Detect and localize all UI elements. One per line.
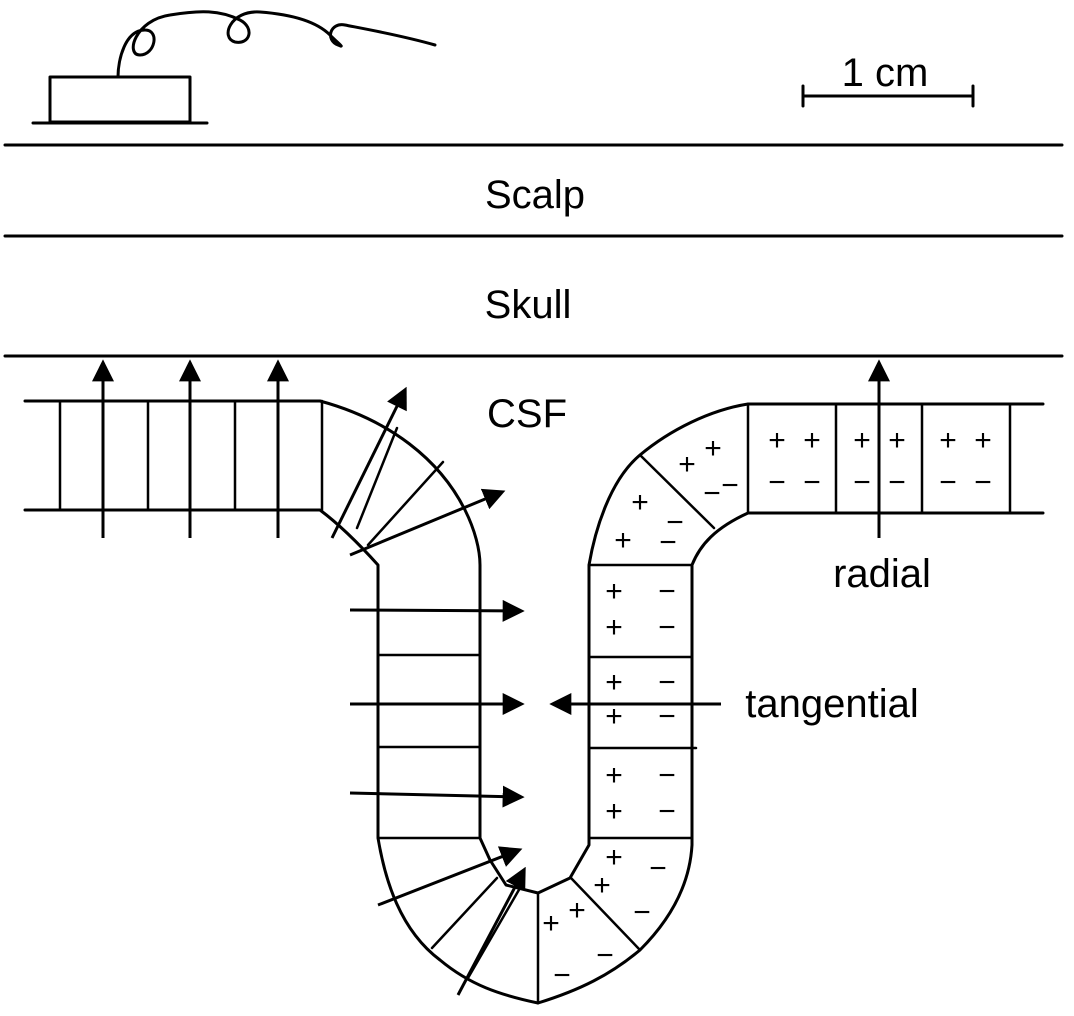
plus-sign: +	[605, 611, 623, 644]
cell-dividers	[58, 399, 1012, 1005]
minus-sign: −	[633, 896, 651, 929]
plus-sign: +	[888, 424, 906, 457]
plus-sign: +	[605, 666, 623, 699]
radial-label: radial	[833, 552, 931, 596]
minus-sign: −	[888, 466, 906, 499]
dipole-arrows	[92, 359, 890, 996]
tangential-label: tangential	[745, 682, 918, 726]
csf-label: CSF	[487, 392, 567, 436]
minus-sign: −	[974, 466, 992, 499]
minus-sign: −	[658, 700, 676, 733]
electrode-icon	[31, 10, 437, 125]
minus-sign: −	[658, 795, 676, 828]
plus-sign: +	[803, 424, 821, 457]
plus-sign: +	[768, 424, 786, 457]
plus-sign: +	[605, 841, 623, 874]
plus-sign: +	[605, 759, 623, 792]
plus-sign: +	[593, 869, 611, 902]
plus-sign: +	[853, 424, 871, 457]
minus-sign: −	[658, 666, 676, 699]
minus-sign: −	[649, 852, 667, 885]
plus-sign: +	[939, 424, 957, 457]
scale-bar: 1 cm	[801, 51, 975, 108]
minus-sign: −	[596, 939, 614, 972]
scalp-label: Scalp	[485, 173, 585, 217]
plus-sign: +	[568, 894, 586, 927]
plus-sign: +	[605, 575, 623, 608]
minus-sign: −	[658, 575, 676, 608]
plus-sign: +	[974, 424, 992, 457]
charge-signs: ++++++−−−−−−++−−+−+−+−+−+−+−+−+−+−+−++−−	[542, 424, 992, 992]
plus-sign: +	[605, 795, 623, 828]
minus-sign: −	[553, 959, 571, 992]
minus-sign: −	[703, 477, 721, 510]
minus-sign: −	[658, 611, 676, 644]
minus-sign: −	[659, 526, 677, 559]
minus-sign: −	[658, 759, 676, 792]
minus-sign: −	[768, 466, 786, 499]
minus-sign: −	[939, 466, 957, 499]
minus-sign: −	[666, 506, 684, 539]
plus-sign: +	[704, 432, 722, 465]
minus-sign: −	[853, 466, 871, 499]
plus-sign: +	[678, 448, 696, 481]
plus-sign: +	[542, 907, 560, 940]
plus-sign: +	[614, 524, 632, 557]
minus-sign: −	[721, 469, 739, 502]
scale-label: 1 cm	[842, 51, 929, 95]
plus-sign: +	[631, 486, 649, 519]
plus-sign: +	[605, 700, 623, 733]
minus-sign: −	[803, 466, 821, 499]
skull-label: Skull	[485, 283, 572, 327]
